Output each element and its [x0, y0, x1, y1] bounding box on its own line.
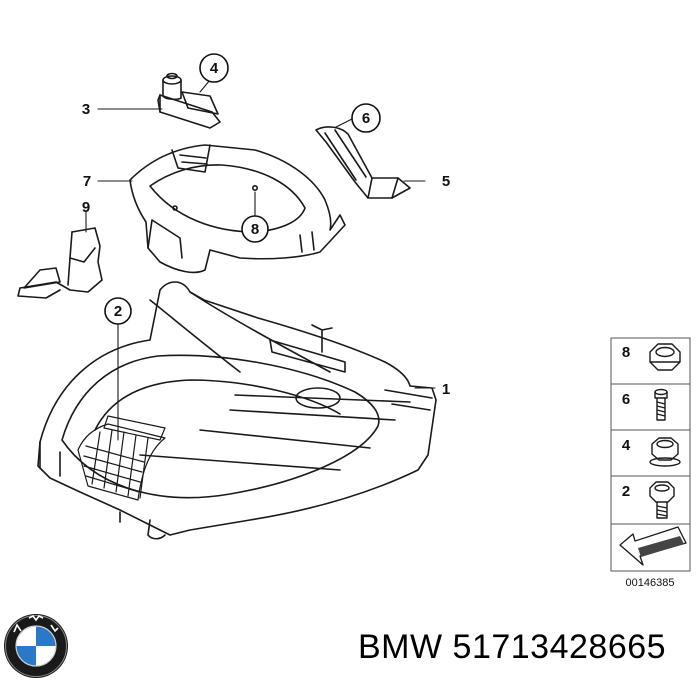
legend-item-6: 6	[622, 388, 668, 421]
svg-text:8: 8	[622, 344, 630, 361]
legend-item-2: 2	[622, 481, 675, 519]
svg-text:6: 6	[362, 110, 370, 127]
hex-nut-icon	[649, 343, 681, 371]
callout-6: 6	[351, 103, 381, 133]
svg-text:3: 3	[82, 101, 90, 118]
leader-lines	[85, 79, 436, 441]
svg-text:6: 6	[622, 391, 630, 408]
bolt-icon	[649, 481, 675, 519]
direction-arrow-icon	[619, 526, 687, 566]
legend-item-4: 4	[622, 437, 681, 467]
fastener-legend: 8 6 4 2	[610, 337, 691, 572]
svg-text:1: 1	[442, 381, 450, 398]
storage-insert-frame	[129, 144, 346, 274]
flange-nut-icon	[649, 437, 681, 467]
svg-text:2: 2	[114, 303, 122, 320]
diagram-id: 00146385	[626, 577, 675, 589]
svg-text:9: 9	[82, 199, 90, 216]
svg-text:4: 4	[210, 60, 219, 77]
callout-5: 5	[442, 173, 450, 190]
callout-2: 2	[104, 297, 132, 325]
svg-text:8: 8	[251, 221, 259, 238]
callout-7: 7	[83, 173, 91, 190]
spare-wheel-tray	[37, 281, 437, 540]
legend-item-8: 8	[622, 343, 681, 371]
part-number: 51713428665	[452, 628, 667, 666]
brand-name: BMW	[358, 628, 443, 666]
callout-4: 4	[199, 53, 229, 83]
callout-3: 3	[82, 101, 90, 118]
callout-1: 1	[442, 381, 450, 398]
small-bracket	[17, 227, 103, 299]
callout-8: 8	[241, 215, 269, 243]
callout-9: 9	[82, 199, 90, 216]
strap-holder	[315, 126, 411, 199]
svg-text:7: 7	[83, 173, 91, 190]
tray-grille	[77, 415, 166, 501]
svg-text:2: 2	[622, 483, 630, 500]
bmw-logo	[4, 614, 68, 678]
screw-icon	[654, 388, 668, 421]
svg-text:5: 5	[442, 173, 450, 190]
part-caption: BMW 51713428665	[358, 628, 666, 667]
svg-text:4: 4	[622, 437, 631, 454]
